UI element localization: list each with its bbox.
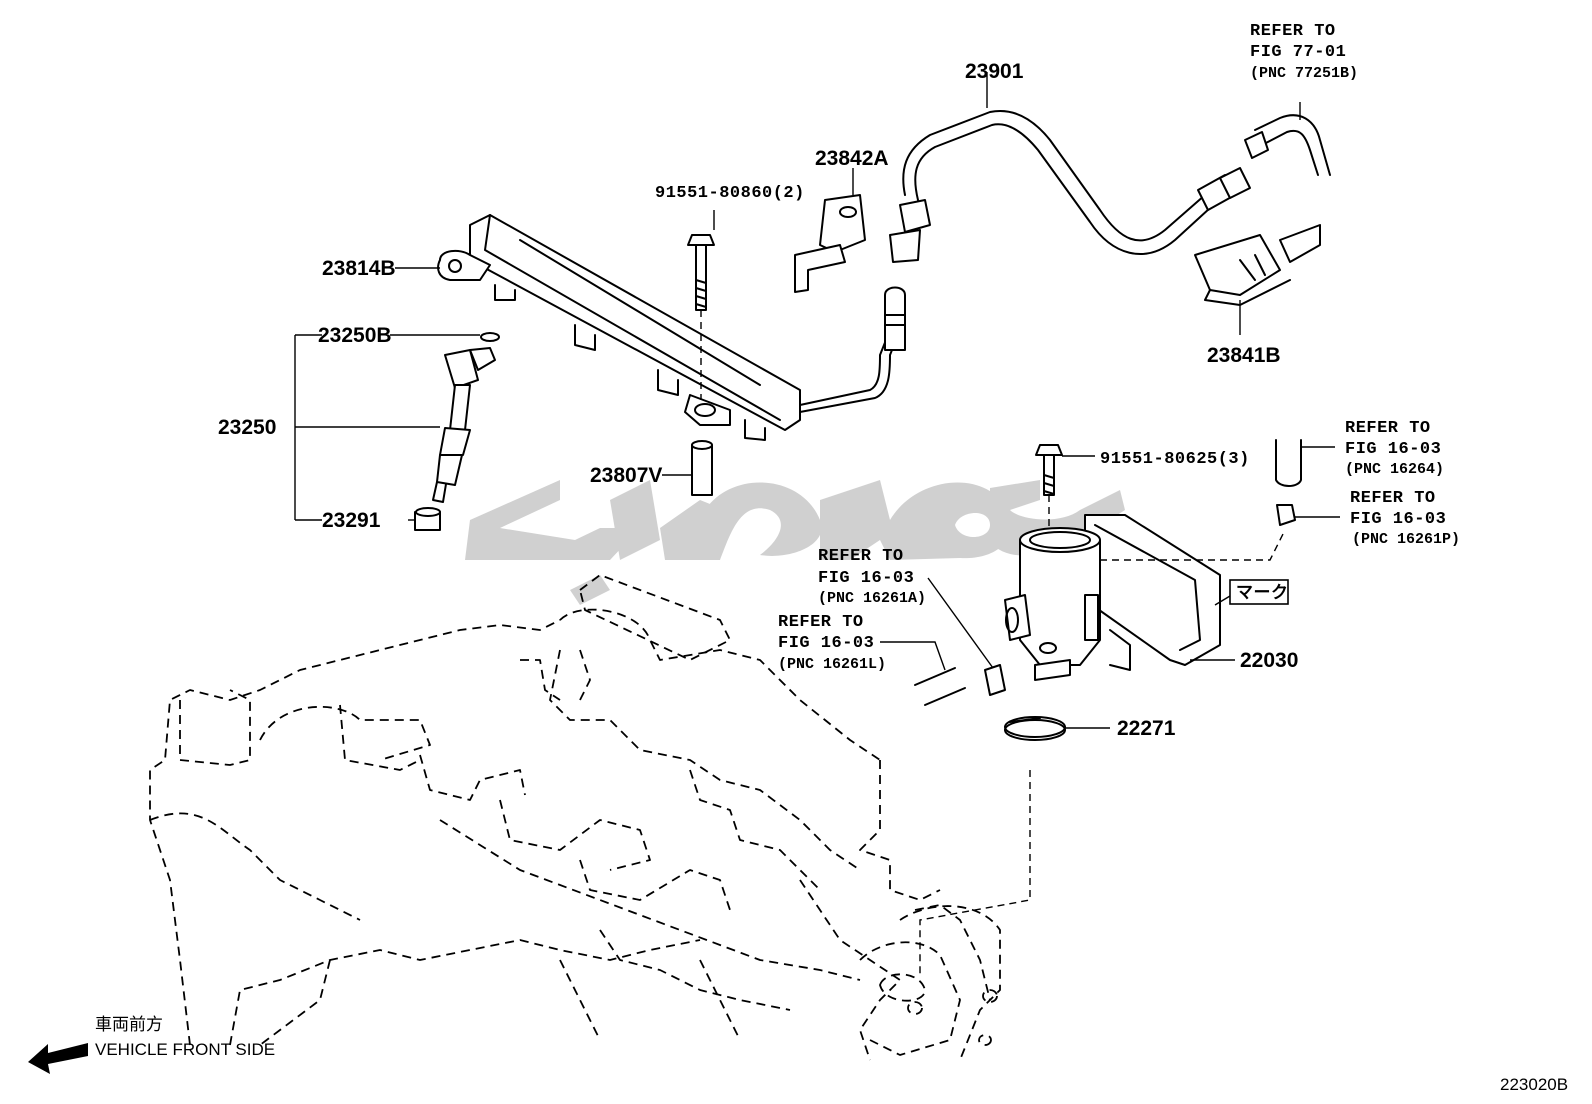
ref-16261a-pnc: (PNC 16261A) [818,590,926,607]
fuel-delivery-pipe [437,214,906,441]
ref-note-16264: REFER TO FIG 16-03 (PNC 16264) [1345,419,1444,478]
ref-note-16261l: REFER TO FIG 16-03 (PNC 16261L) [778,613,886,673]
ref-16261p-line1: REFER TO [1350,489,1436,508]
label-23841b: 23841B [1207,344,1281,367]
ref-16261a-line1: REFER TO [818,547,904,566]
bolt-91551-80625 [1035,444,1063,635]
vehicle-front-indicator: 車両前方 VEHICLE FRONT SIDE [28,1015,275,1074]
injector-seal [414,507,441,531]
label-91551-80625: 91551-80625(3) [1100,450,1250,469]
ref-16261p-pnc: (PNC 16261P) [1352,531,1460,548]
fuel-hose [889,110,1251,263]
figure-code: 223020B [1500,1075,1568,1094]
label-23250: 23250 [218,416,276,439]
fuel-injector [432,332,500,503]
gasket-22271 [1004,716,1066,741]
label-23807v: 23807V [590,464,662,487]
ref-77-line2: FIG 77-01 [1250,43,1346,62]
hose-16261L [914,667,966,706]
ref-16264-pnc: (PNC 16264) [1345,461,1444,478]
ref-16261l-line2: FIG 16-03 [778,634,874,653]
label-91551-80860: 91551-80860(2) [655,184,805,203]
ref-note-16261p: REFER TO FIG 16-03 (PNC 16261P) [1350,489,1460,548]
ref-77-line1: REFER TO [1250,22,1336,41]
ref-16264-line2: FIG 16-03 [1345,440,1441,459]
label-23814b: 23814B [322,257,396,280]
label-22271: 22271 [1117,717,1176,740]
ref-16261a-line2: FIG 16-03 [818,569,914,588]
engine-outline [149,574,1001,1061]
plug-16261P [1276,504,1296,526]
label-23291: 23291 [322,509,381,532]
leader-lines [294,72,1340,975]
mark-box: マーク [1229,579,1289,605]
label-23250b: 23250B [318,324,392,347]
watermark-logo [465,480,1125,605]
clamp-23842a [794,194,866,293]
spacer-23807v [691,440,713,496]
arrow-left-icon [28,1043,88,1074]
ref-77-pnc: (PNC 77251B) [1250,65,1358,82]
label-23842a: 23842A [815,147,889,170]
bolt-91551-80860 [687,234,715,400]
clip-16261A [984,664,1006,696]
label-22030: 22030 [1240,649,1298,672]
hose-stub-77 [1244,114,1331,176]
clamp-23841b [1194,224,1321,306]
ref-note-16261a: REFER TO FIG 16-03 (PNC 16261A) [818,547,926,607]
ref-note-77: REFER TO FIG 77-01 (PNC 77251B) [1250,22,1358,82]
ref-16261l-line1: REFER TO [778,613,864,632]
hose-16264 [1275,439,1302,487]
mark-label: マーク [1236,583,1289,604]
throttle-body [1004,514,1221,681]
label-23901: 23901 [965,60,1024,83]
ref-16261p-line2: FIG 16-03 [1350,510,1446,529]
front-side-en: VEHICLE FRONT SIDE [95,1040,275,1059]
ref-16261l-pnc: (PNC 16261L) [778,656,886,673]
ref-16264-line1: REFER TO [1345,419,1431,438]
front-side-jp: 車両前方 [95,1015,163,1034]
